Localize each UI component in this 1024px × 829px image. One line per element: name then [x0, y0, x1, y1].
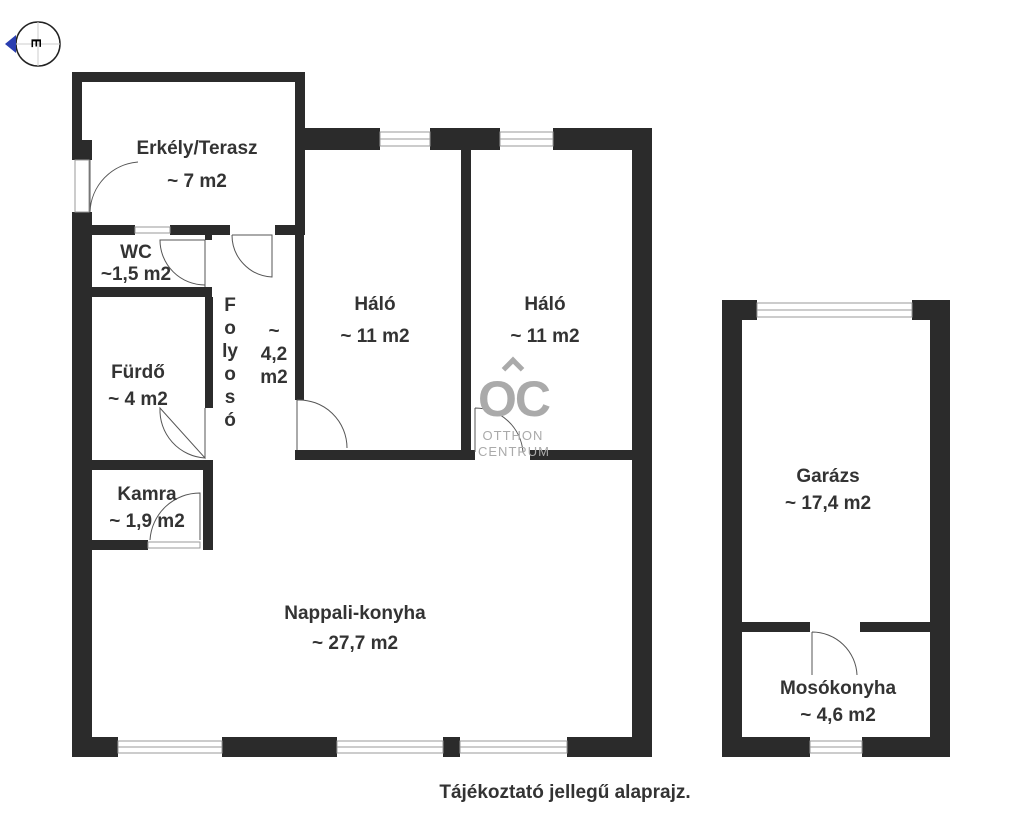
doors [89, 160, 858, 676]
corridor-area: ~ 4,2 m2 [256, 320, 292, 389]
corridor-letter: o [224, 318, 236, 339]
room-name: Kamra [117, 484, 177, 505]
windows [74, 131, 913, 754]
room-kamra: Kamra ~ 1,9 m2 [109, 482, 185, 535]
room-area: ~ 11 m2 [340, 325, 410, 347]
room-furdo: Fürdő ~ 4 m2 [108, 360, 168, 413]
logo-text-2: CENTRUM [478, 444, 550, 459]
room-erkely: Erkély/Terasz ~ 7 m2 [136, 136, 257, 195]
otthon-centrum-logo: OC OTTHON CENTRUM [478, 356, 551, 460]
corridor-letter: ly [222, 341, 238, 362]
room-area: ~ 27,7 m2 [311, 632, 399, 654]
room-mosokonyha: Mosókonyha ~ 4,6 m2 [780, 676, 896, 729]
corridor-letter: ó [224, 410, 236, 431]
logo-mark: OC [478, 371, 551, 427]
room-garazs: Garázs ~ 17,4 m2 [785, 464, 871, 517]
room-area: ~ 11 m2 [510, 325, 580, 347]
walls [72, 72, 950, 757]
corridor-letter: F [224, 295, 236, 316]
room-name: Fürdő [111, 362, 165, 383]
room-wc: WC~1,5 m2 [101, 242, 171, 286]
room-name: Mosókonyha [779, 678, 897, 699]
room-name: WC [120, 242, 152, 263]
corridor-letter: s [224, 387, 236, 408]
corridor-area-line: 4,2 [260, 344, 288, 365]
corridor-name: F o ly o s ó [220, 294, 240, 432]
room-area: ~ 17,4 m2 [784, 492, 872, 514]
room-nappali: Nappali-konyha ~ 27,7 m2 [284, 601, 425, 657]
room-name: Garázs [796, 466, 860, 487]
room-name: Erkély/Terasz [136, 138, 258, 159]
room-halo-2: Háló ~ 11 m2 [510, 292, 579, 350]
room-area: ~ 4 m2 [108, 388, 168, 410]
room-halo-1: Háló ~ 11 m2 [340, 292, 409, 350]
room-area: ~ 1,9 m2 [109, 510, 185, 532]
corridor-area-line: ~ [268, 321, 280, 342]
compass-label: E [28, 38, 45, 48]
compass-icon [5, 21, 61, 67]
room-name: Nappali-konyha [284, 603, 426, 624]
caption: Tájékoztató jellegű alaprajz. [439, 782, 691, 803]
room-area: ~1,5 m2 [100, 263, 172, 285]
room-area: ~ 7 m2 [167, 170, 227, 192]
corridor-letter: o [224, 364, 236, 385]
room-name: Háló [354, 294, 396, 315]
room-name: Háló [524, 294, 566, 315]
room-area: ~ 4,6 m2 [800, 704, 876, 726]
corridor-area-line: m2 [260, 367, 288, 388]
logo-text-1: OTTHON [482, 428, 544, 443]
